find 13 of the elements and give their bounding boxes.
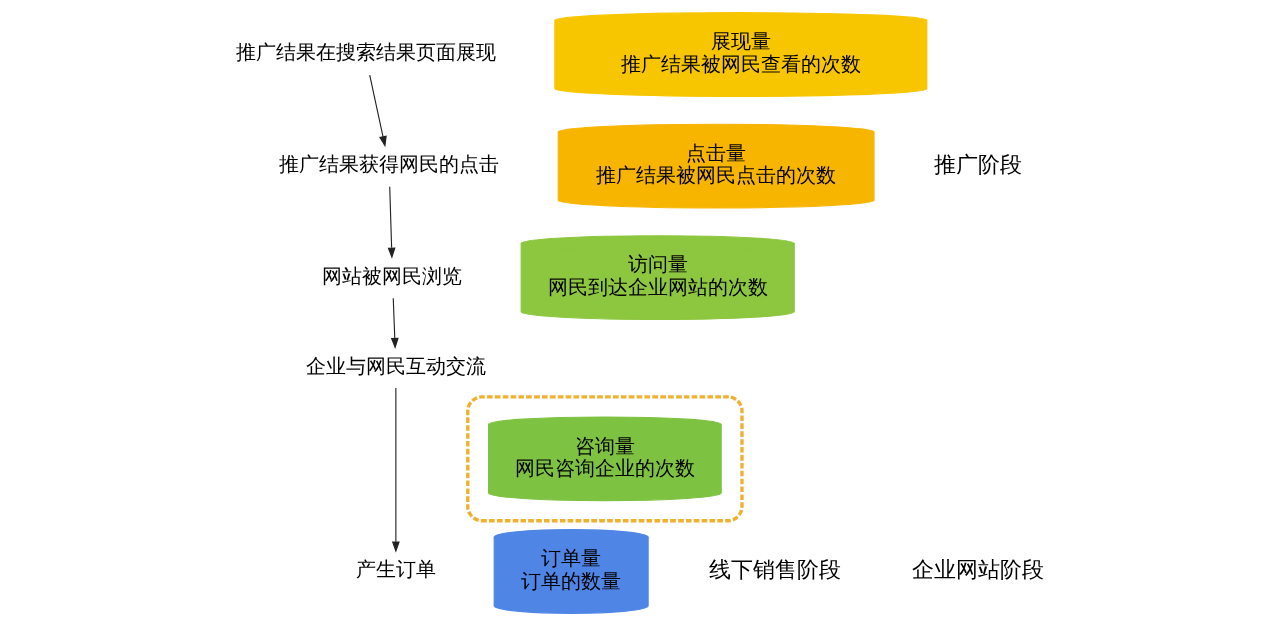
arrow — [369, 74, 387, 148]
arrow — [387, 186, 396, 259]
node-text: 推广结果获得网民的点击 — [279, 152, 500, 177]
label: 线下销售阶段 — [708, 556, 841, 583]
node-text: 推广结果在搜索结果页面展现 — [235, 40, 496, 65]
node-text: 企业与网民互动交流 — [305, 353, 486, 378]
label: 企业网站阶段 — [911, 556, 1044, 583]
label: 推广阶段 — [933, 150, 1022, 177]
arrow — [391, 387, 400, 553]
arrow — [390, 297, 399, 350]
cluster — [466, 395, 744, 523]
node-text: 网站被网民浏览 — [322, 263, 463, 288]
node-text: 产生订单 — [355, 557, 436, 582]
